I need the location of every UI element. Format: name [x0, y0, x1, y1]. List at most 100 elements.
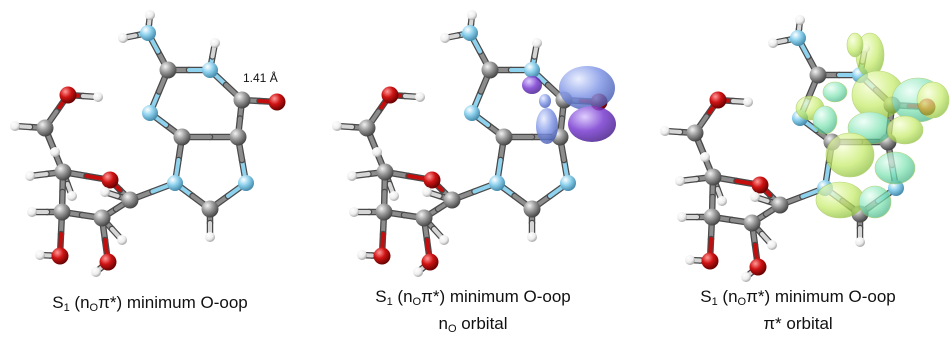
atom-h [439, 235, 449, 245]
atom-o [381, 86, 399, 104]
atom-h [768, 38, 778, 48]
atom-c [36, 119, 54, 137]
atom-h [415, 92, 425, 102]
atom-n [462, 25, 478, 41]
atom-h [67, 191, 77, 201]
atom-h [717, 196, 727, 206]
atom-h [532, 38, 542, 48]
atom-h [93, 92, 103, 102]
atom-c [523, 200, 541, 218]
atom-h [332, 121, 342, 131]
orbital-lobe [825, 132, 875, 178]
atom-n [167, 175, 183, 191]
atom-h [700, 152, 710, 162]
atom-c [53, 203, 71, 221]
orbital-lobe [815, 181, 865, 219]
atom-h [117, 235, 127, 245]
atom-h [100, 187, 110, 197]
orbital-lobe [916, 81, 950, 119]
pi-star-orbital-isosurface [795, 32, 950, 219]
orbital-lobe [846, 32, 864, 58]
atom-c [375, 203, 393, 221]
bond-length-label: 1.41 Å [243, 70, 278, 85]
orbital-lobe [522, 76, 542, 94]
atom-h [413, 267, 423, 277]
atom-o [421, 253, 439, 271]
atom-h [10, 121, 20, 131]
atom-h [767, 240, 777, 250]
atom-h [349, 207, 359, 217]
atom-h [91, 267, 101, 277]
panel-1-caption-line1: S1 (nOπ*) minimum O-oop [52, 293, 248, 314]
panel-3-caption-line1: S1 (nOπ*) minimum O-oop [700, 287, 896, 308]
atom-c [495, 128, 513, 146]
panel-3-caption: S1 (nOπ*) minimum O-oop π* orbital [648, 286, 948, 334]
molecule-panel-2 [332, 10, 608, 277]
atom-c [229, 128, 247, 146]
atom-h [750, 192, 760, 202]
atom-c [233, 91, 251, 109]
orbital-lobe [568, 106, 616, 142]
atom-o [268, 93, 286, 111]
atom-c [686, 124, 704, 142]
atom-o [709, 91, 727, 109]
atom-h [685, 255, 695, 265]
atom-o [373, 247, 391, 265]
orbital-lobe [812, 105, 838, 135]
atom-o [51, 247, 69, 265]
atom-c [704, 168, 722, 186]
atom-c [809, 66, 827, 84]
panel-1-caption: S1 (nOπ*) minimum O-oop [0, 292, 300, 319]
atom-h [347, 171, 357, 181]
orbital-lobe [858, 185, 892, 219]
atom-h [357, 250, 367, 260]
atom-h [205, 232, 215, 242]
atom-c [376, 163, 394, 181]
atom-o [99, 253, 117, 271]
atom-n [142, 105, 158, 121]
atom-o [423, 171, 441, 189]
panel-2-caption-line1: S1 (nOπ*) minimum O-oop [375, 287, 571, 308]
atom-h [25, 171, 35, 181]
atom-h [795, 15, 805, 25]
molecule-panel-1: 1.41 Å [10, 10, 286, 277]
atom-n [140, 25, 156, 41]
orbital-lobe [539, 94, 551, 108]
atom-c [415, 209, 433, 227]
atom-h [855, 237, 865, 247]
atom-h [743, 97, 753, 107]
atom-o [59, 86, 77, 104]
panel-3-caption-line2: π* orbital [763, 314, 833, 333]
atom-h [27, 207, 37, 217]
atom-h [527, 232, 537, 242]
atom-h [677, 212, 687, 222]
atom-h [467, 10, 477, 20]
atom-c [173, 128, 191, 146]
n-orbital-isosurface [522, 66, 616, 144]
orbital-lobe [536, 108, 558, 144]
atom-h [118, 33, 128, 43]
atom-c [358, 119, 376, 137]
atom-n [238, 175, 254, 191]
atom-n [524, 62, 540, 78]
atom-o [749, 258, 767, 276]
orbital-lobe [886, 115, 924, 145]
atom-h [741, 272, 751, 282]
atom-c [93, 209, 111, 227]
atom-h [422, 187, 432, 197]
orbital-lobe [559, 66, 615, 110]
atom-c [743, 214, 761, 232]
atom-h [35, 250, 45, 260]
atom-o [101, 171, 119, 189]
atom-h [389, 191, 399, 201]
atom-c [121, 191, 139, 209]
atom-n [464, 105, 480, 121]
atom-h [210, 38, 220, 48]
atom-n [560, 175, 576, 191]
atom-c [771, 196, 789, 214]
atom-h [675, 176, 685, 186]
atom-n [202, 62, 218, 78]
atom-h [660, 126, 670, 136]
atom-h [440, 33, 450, 43]
atom-o [751, 176, 769, 194]
